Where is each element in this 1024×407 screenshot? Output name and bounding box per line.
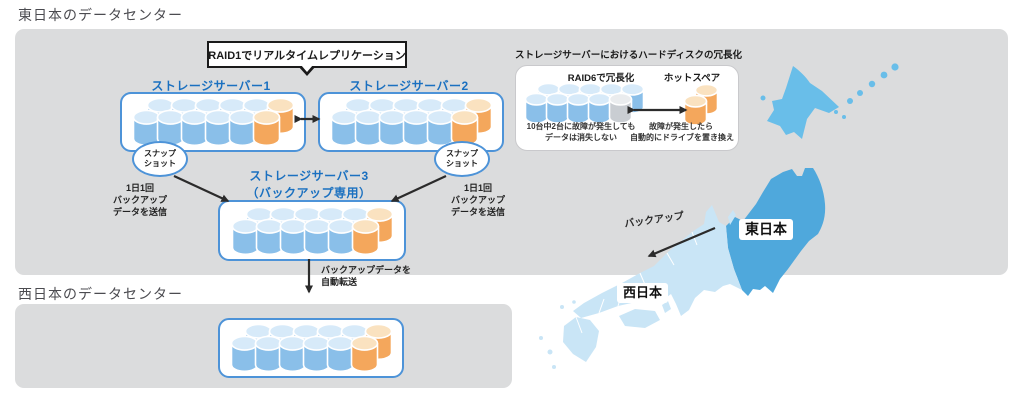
redundancy-title: ストレージサーバーにおけるハードディスクの冗長化: [515, 50, 743, 61]
west-server-disks: [220, 320, 402, 376]
server1-heading: ストレージサーバー1: [151, 79, 271, 93]
snapshot-right-line1: スナップ: [446, 149, 478, 159]
server1-disks: [122, 94, 304, 150]
raid6-label: RAID6で冗長化: [567, 73, 635, 84]
snapshot-right-line2: ショット: [446, 159, 478, 168]
auto-transfer-line2: 自動転送: [321, 277, 358, 288]
hotspare-note: 故障が発生したら 自動的にドライブを置き換え: [630, 122, 734, 144]
map-awaji-island: [662, 301, 671, 313]
auto-transfer-note: バックアップデータを 自動転送: [321, 264, 411, 288]
raid6-note: 10台中2台に故障が発生しても データは消失しない: [518, 122, 644, 144]
map-southwest-islands: [539, 300, 576, 369]
server1-box: [120, 92, 306, 152]
server3-heading: ストレージサーバー3 （バックアップ専用）: [217, 167, 401, 201]
map-kuril-islands: [760, 63, 899, 119]
server3-name: ストレージサーバー3: [249, 169, 369, 183]
server3-box: [218, 200, 406, 261]
snapshot-left-line2: ショット: [144, 159, 176, 168]
daily-backup-note-left: 1日1回 バックアップ データを送信: [100, 182, 180, 218]
raid6-note-line2: データは消失しない: [545, 132, 617, 142]
east-dc-title: 東日本のデータセンター: [18, 7, 183, 23]
server3-disks: [220, 202, 404, 259]
server2-disks: [320, 94, 502, 150]
snapshot-left-line1: スナップ: [144, 149, 176, 159]
raid6-note-line1: 10台中2台に故障が発生しても: [526, 122, 636, 131]
hotspare-label: ホットスペア: [663, 73, 721, 84]
hotspare-disks: [683, 83, 719, 132]
map-west-label: 西日本: [617, 283, 669, 303]
daily-backup-note-right: 1日1回 バックアップ データを送信: [438, 182, 518, 218]
map-kyushu: [563, 317, 599, 362]
map-sado-island: [728, 210, 736, 225]
raid1-replication-label: RAID1でリアルタイムレプリケーション: [208, 49, 406, 62]
hotspare-note-line2: 自動的にドライブを置き換え: [630, 132, 734, 142]
callout-pointer-inner: [301, 65, 313, 72]
map-east-label: 東日本: [739, 219, 793, 240]
west-server-box: [218, 318, 404, 378]
hotspare-note-line1: 故障が発生したら: [649, 122, 713, 131]
west-dc-title: 西日本のデータセンター: [18, 286, 183, 302]
server2-heading: ストレージサーバー2: [349, 79, 469, 93]
raid6-disks: [524, 82, 645, 130]
raid1-replication-callout: RAID1でリアルタイムレプリケーション: [207, 41, 407, 76]
map-shikoku: [619, 309, 660, 328]
map-hokkaido: [767, 66, 839, 139]
server2-box: [318, 92, 504, 152]
daily-left-line1: 1日1回: [125, 183, 154, 193]
daily-left-line3: データを送信: [112, 207, 167, 218]
snapshot-badge-right: スナップ ショット: [434, 141, 490, 177]
daily-right-line3: データを送信: [450, 207, 505, 218]
server3-subtitle: （バックアップ専用）: [246, 186, 372, 200]
daily-left-line2: バックアップ: [112, 195, 167, 206]
daily-right-line2: バックアップ: [450, 195, 505, 206]
snapshot-badge-left: スナップ ショット: [132, 141, 188, 177]
daily-right-line1: 1日1回: [463, 183, 492, 193]
auto-transfer-line1: バックアップデータを: [321, 265, 412, 275]
